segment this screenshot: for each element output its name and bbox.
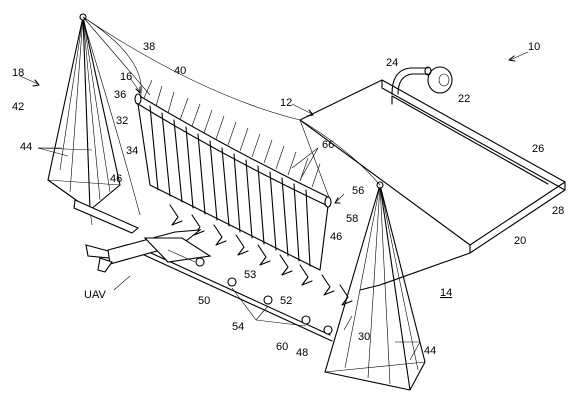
label-50: 50: [198, 295, 210, 307]
label-42: 42: [12, 101, 24, 113]
label-44-left: 44: [20, 141, 32, 153]
hook-row: [169, 204, 353, 306]
label-20: 20: [514, 235, 526, 247]
label-16: 16: [120, 71, 132, 83]
label-24: 24: [386, 57, 398, 69]
label-46-right: 46: [330, 231, 342, 243]
label-58: 58: [346, 213, 358, 225]
label-48: 48: [296, 347, 308, 359]
label-34: 34: [126, 145, 138, 157]
capture-net: [82, 16, 381, 216]
label-26: 26: [532, 143, 544, 155]
label-36: 36: [114, 89, 126, 101]
label-12: 12: [280, 97, 292, 109]
label-32: 32: [116, 115, 128, 127]
label-22: 22: [458, 93, 470, 105]
label-uav: UAV: [84, 289, 106, 301]
right-tower: [324, 181, 426, 391]
label-53: 53: [244, 269, 256, 281]
label-56: 56: [352, 185, 364, 197]
blower-assembly: [391, 66, 453, 95]
label-60: 60: [276, 341, 288, 353]
label-28: 28: [552, 205, 564, 217]
label-66: 66: [322, 139, 334, 151]
uav-aircraft: [73, 199, 212, 273]
label-14: 14: [440, 287, 452, 299]
label-46-left: 46: [110, 173, 122, 185]
label-38: 38: [143, 41, 155, 53]
leader-lines: [19, 51, 529, 361]
left-tower: [47, 13, 121, 226]
label-52: 52: [280, 295, 292, 307]
ground-rail: [139, 247, 333, 342]
label-44-right: 44: [424, 345, 436, 357]
label-30: 30: [358, 331, 370, 343]
curtain-frame: [134, 79, 332, 271]
label-18: 18: [12, 67, 24, 79]
deck-platform: [299, 79, 566, 291]
label-10: 10: [528, 41, 540, 53]
label-54: 54: [232, 321, 244, 333]
label-40: 40: [174, 65, 186, 77]
reference-labels: 10 12 14 16 18 20 22 24 26 28 30 32 34 3…: [12, 41, 564, 359]
